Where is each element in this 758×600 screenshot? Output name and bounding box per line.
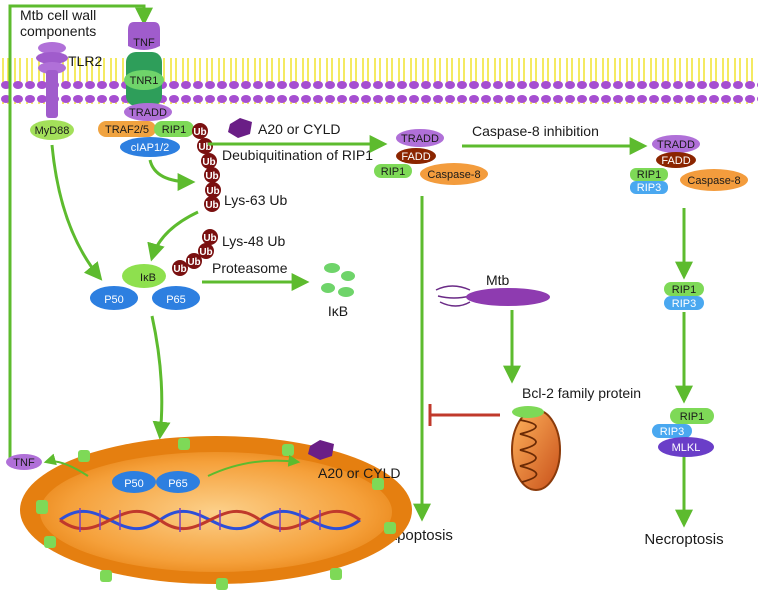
caspase8-2-label: Caspase-8 <box>427 169 480 181</box>
fadd-2-label: FADD <box>401 151 430 163</box>
a20-nuc-label: A20 or CYLD <box>318 465 400 481</box>
fadd-3 <box>656 152 696 168</box>
svg-text:Ub: Ub <box>199 247 212 258</box>
svg-text:Ub: Ub <box>202 157 215 168</box>
rip3-4 <box>664 296 704 310</box>
casp8-inhibition-label: Caspase-8 inhibition <box>472 123 599 139</box>
rip3-5 <box>652 424 692 438</box>
ikb-protein <box>122 264 166 288</box>
traf-label: TRAF2/5 <box>105 124 149 136</box>
rip1-2 <box>374 164 412 178</box>
traf-protein <box>98 121 156 137</box>
caspase8-3-label: Caspase-8 <box>687 175 740 187</box>
lys63-label: Lys-63 Ub <box>224 192 288 208</box>
tnr1-receptor <box>124 52 164 106</box>
mtb-label: Mtb <box>486 272 510 288</box>
bcl2-label: Bcl-2 family protein <box>522 385 641 401</box>
svg-text:Ub: Ub <box>187 257 200 268</box>
a20-top-icon <box>228 118 252 138</box>
rip1-4 <box>664 282 704 296</box>
mtb-cell-wall-label-2: components <box>20 23 96 39</box>
p50-label: P50 <box>104 294 124 306</box>
fadd-3-label: FADD <box>661 155 690 167</box>
tnf-top-label: TNF <box>133 37 155 49</box>
rip1-4-label: RIP1 <box>672 284 696 296</box>
degraded-fragments-icon <box>321 263 355 297</box>
ikb-label: IκB <box>140 272 156 284</box>
ub-chain-lys63: Ub Ub Ub Ub Ub Ub <box>192 123 221 212</box>
rip1-3-label: RIP1 <box>637 169 661 181</box>
a20-nuc-icon <box>308 440 334 460</box>
rip1-3 <box>630 168 668 181</box>
tradd-top <box>124 103 172 121</box>
rip3-3-label: RIP3 <box>637 182 661 194</box>
p50-nuc-label: P50 <box>124 478 144 490</box>
ub-chain-lys48: Ub Ub Ub Ub <box>172 229 218 276</box>
mitochondrion-icon <box>511 406 561 491</box>
mtb-cell-wall-label: Mtb cell wall <box>20 7 96 23</box>
p65-nuc <box>156 471 200 493</box>
tradd-2 <box>396 129 444 147</box>
svg-text:Ub: Ub <box>203 233 216 244</box>
myd88-label: MyD88 <box>35 125 70 137</box>
svg-text:Ub: Ub <box>193 127 206 138</box>
proteasome-label: Proteasome <box>212 260 288 276</box>
svg-text:Ub: Ub <box>205 171 218 182</box>
tradd-3 <box>652 135 700 153</box>
deubiquitination-label: Deubiquitination of RIP1 <box>222 147 373 163</box>
p65-nuc-label: P65 <box>168 478 188 490</box>
mlkl-protein <box>658 437 714 457</box>
tnf-nuc-label: TNF <box>13 457 35 469</box>
caspase8-3 <box>680 169 748 191</box>
complex-arrows <box>50 135 388 281</box>
svg-text:Ub: Ub <box>205 200 218 211</box>
cell-membrane <box>0 58 758 104</box>
nuc-export-arrows <box>43 453 301 477</box>
tradd-3-label: TRADD <box>657 139 695 151</box>
rip3-3 <box>630 181 668 194</box>
ikb-free-label: IκB <box>328 303 348 319</box>
bacterium-icon <box>435 285 550 307</box>
svg-text:Ub: Ub <box>173 264 186 275</box>
rip3-4-label: RIP3 <box>672 298 696 310</box>
svg-text:Ub: Ub <box>206 186 219 197</box>
ciap-protein <box>120 137 180 157</box>
tlr2-label: TLR2 <box>68 53 102 69</box>
mlkl-label: MLKL <box>672 442 701 454</box>
nfkb-translocation-arrow <box>150 315 171 440</box>
rip1-top <box>154 121 194 137</box>
tnf-ligand <box>128 22 160 50</box>
p65-protein <box>152 286 200 310</box>
rip1-top-label: RIP1 <box>162 124 186 136</box>
lys48-label: Lys-48 Ub <box>222 233 286 249</box>
rip1-2-label: RIP1 <box>381 166 405 178</box>
dna-helix-icon <box>59 508 361 532</box>
svg-text:Ub: Ub <box>198 142 211 153</box>
p65-label: P65 <box>166 294 186 306</box>
bcl2-inhibition <box>428 404 500 426</box>
caspase8-2 <box>420 163 488 185</box>
p50-protein <box>90 286 138 310</box>
tnf-nuc <box>6 454 42 470</box>
myd88-protein <box>30 120 74 140</box>
tlr2-receptor <box>36 42 68 118</box>
fadd-2 <box>396 148 436 164</box>
rip1-5-label: RIP1 <box>680 411 704 423</box>
ciap-label: cIAP1/2 <box>131 142 170 154</box>
necroptosis-label: Necroptosis <box>644 531 723 548</box>
tnr1-label: TNR1 <box>130 75 159 87</box>
tradd-2-label: TRADD <box>401 133 439 145</box>
rip3-5-label: RIP3 <box>660 426 684 438</box>
p50-nuc <box>112 471 156 493</box>
tradd-top-label: TRADD <box>129 107 167 119</box>
a20-top-label: A20 or CYLD <box>258 121 340 137</box>
rip1-5 <box>670 408 714 424</box>
